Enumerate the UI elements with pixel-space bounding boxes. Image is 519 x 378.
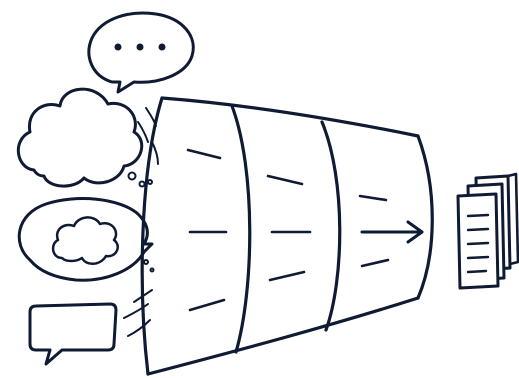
document-stack-icon <box>458 174 518 288</box>
arrow-right-icon <box>362 222 422 242</box>
thought-cloud-icon <box>18 89 152 186</box>
speech-bubble-dots-icon <box>89 13 193 92</box>
funnel-icon <box>142 98 432 374</box>
cloud-bubble-icon <box>19 199 153 281</box>
rectangular-bubble-icon <box>30 304 116 364</box>
flow-dashes <box>188 150 388 310</box>
